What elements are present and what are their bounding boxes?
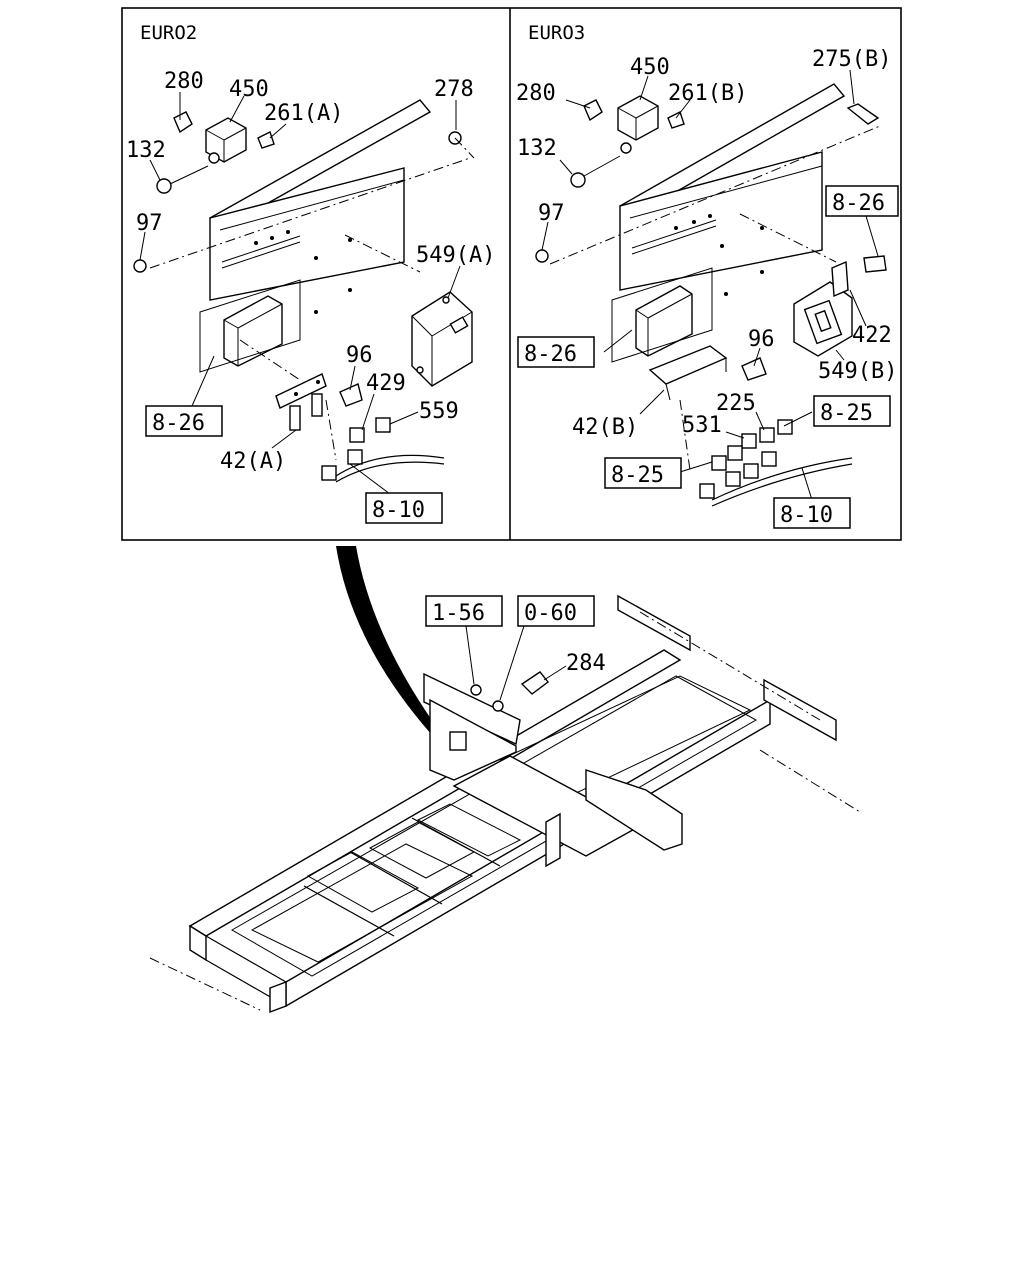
- ref-label-1-56: 1-56: [432, 601, 485, 626]
- ref-label-8-26-top: 8-26: [832, 191, 885, 216]
- right-panel-euro3: EURO3: [516, 22, 899, 529]
- ref-box-8-25-left: [604, 457, 682, 489]
- chassis-leader-lines: [465, 625, 567, 701]
- ref-box-8-26: [145, 405, 223, 437]
- ref-box-8-26-left: [517, 336, 595, 368]
- label-559: 559: [419, 399, 459, 424]
- left-leader-lines: [139, 92, 461, 495]
- left-frame-rail: [149, 99, 471, 314]
- ref-box-8-10: [365, 492, 443, 524]
- right-relay-box: [611, 267, 713, 363]
- right-ecu-549b: [793, 255, 887, 357]
- label-280: 280: [516, 81, 556, 106]
- ref-label-8-25-left: 8-25: [611, 463, 664, 488]
- callout-arrow: [336, 546, 446, 744]
- right-frame-rail: [549, 83, 881, 296]
- label-280: 280: [164, 69, 204, 94]
- panel-title-euro2: EURO2: [140, 22, 197, 44]
- label-132: 132: [126, 138, 166, 163]
- ref-box-0-60: [517, 595, 595, 627]
- ref-box-8-26-top: [825, 185, 899, 217]
- ref-label-8-26: 8-26: [152, 411, 205, 436]
- label-261b: 261(B): [668, 81, 747, 106]
- label-96: 96: [748, 327, 775, 352]
- ref-box-1-56: [425, 595, 503, 627]
- right-leader-lines: [541, 69, 879, 501]
- ref-label-8-10: 8-10: [372, 498, 425, 523]
- label-97: 97: [136, 211, 163, 236]
- label-42a: 42(A): [220, 449, 286, 474]
- label-531: 531: [682, 413, 722, 438]
- panel-title-euro3: EURO3: [528, 22, 585, 44]
- label-450: 450: [630, 55, 670, 80]
- ref-box-8-10: [773, 497, 851, 529]
- label-42b: 42(B): [572, 415, 638, 440]
- label-549b: 549(B): [818, 359, 897, 384]
- left-panel-euro2: EURO2: [126, 22, 495, 524]
- ref-label-0-60: 0-60: [524, 601, 577, 626]
- label-284: 284: [566, 651, 606, 676]
- label-278: 278: [434, 77, 474, 102]
- left-ecu-549a: [411, 291, 473, 387]
- left-relay-box: [199, 279, 301, 373]
- ref-label-8-10: 8-10: [780, 503, 833, 528]
- left-bracket-42a: [239, 339, 445, 483]
- ref-box-8-25-right: [813, 395, 891, 427]
- label-450: 450: [229, 77, 269, 102]
- label-261a: 261(A): [264, 101, 343, 126]
- label-225: 225: [716, 391, 756, 416]
- label-549a: 549(A): [416, 243, 495, 268]
- label-422: 422: [852, 323, 892, 348]
- detail-panels-frame: [121, 7, 902, 541]
- label-275b: 275(B): [812, 47, 891, 72]
- label-96: 96: [346, 343, 373, 368]
- label-429: 429: [366, 371, 406, 396]
- chassis-frame: [149, 594, 861, 1014]
- ref-label-8-25-right: 8-25: [820, 401, 873, 426]
- left-pressure-sensor-450: [133, 111, 475, 273]
- right-pressure-sensor-450: [535, 95, 880, 263]
- label-97: 97: [538, 201, 565, 226]
- label-132: 132: [517, 136, 557, 161]
- ref-label-8-26-left: 8-26: [524, 342, 577, 367]
